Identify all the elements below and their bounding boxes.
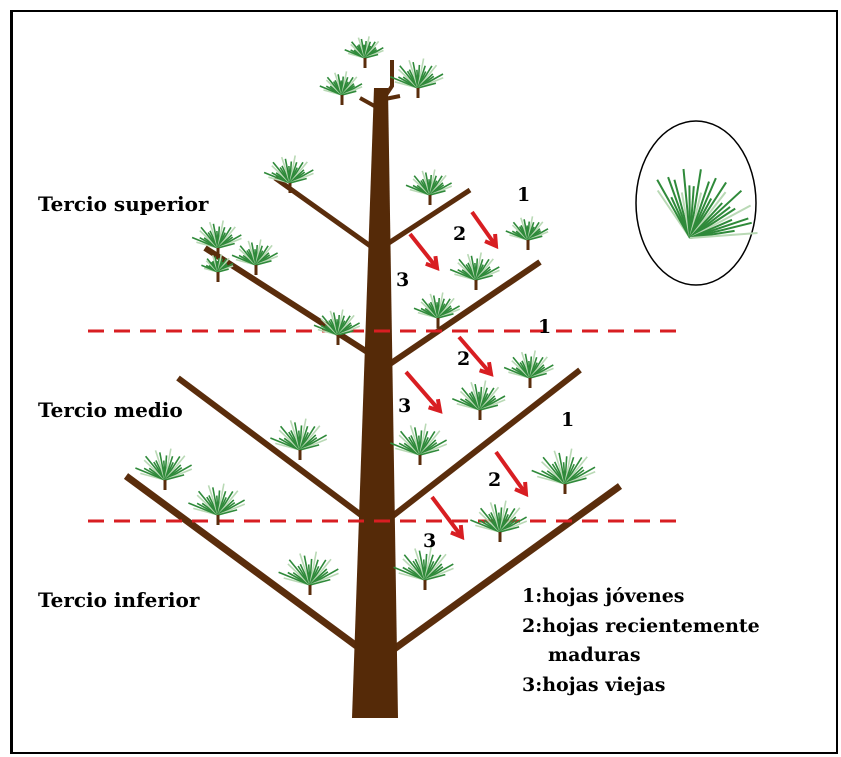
pine-needle-cluster-icon: [452, 381, 505, 421]
red-arrow-icon: [432, 497, 462, 537]
red-arrow-icon: [410, 234, 437, 268]
zone-label-lower: Tercio inferior: [38, 588, 200, 612]
pine-needle-cluster-icon: [506, 216, 548, 250]
marker-2-upper: 2: [453, 223, 466, 245]
legend-line-2: 2:hojas recientemente: [522, 615, 760, 637]
legend-line-3: 3:hojas viejas: [522, 674, 665, 696]
legend-line-1: 1:hojas jóvenes: [522, 585, 685, 607]
trunk: [352, 88, 398, 718]
zone-label-upper: Tercio superior: [38, 192, 209, 216]
marker-1-upper: 1: [517, 184, 530, 206]
marker-1-lower: 1: [561, 409, 574, 431]
marker-3-lower: 3: [423, 530, 436, 552]
pine-needle-cluster-icon: [390, 59, 443, 99]
marker-2-lower: 2: [488, 469, 501, 491]
branch-middle-left: [178, 378, 365, 518]
pine-needle-cluster-icon: [192, 221, 241, 259]
marker-2-middle: 2: [457, 348, 470, 370]
zone-label-middle: Tercio medio: [38, 398, 183, 422]
pine-needle-cluster-icon: [504, 351, 553, 389]
branch-upper-left-long: [205, 248, 372, 355]
pine-needle-cluster-icon: [450, 253, 499, 291]
pine-needle-cluster-icon: [135, 449, 191, 490]
marker-3-upper: 3: [396, 269, 409, 291]
branch-lower-left: [126, 476, 362, 650]
legend-line-2b: maduras: [548, 644, 641, 666]
pine-needle-cluster-icon: [264, 156, 313, 194]
pine-needle-cluster-icon: [406, 170, 452, 206]
marker-1-middle: 1: [538, 316, 551, 338]
pine-needle-cluster-icon: [188, 484, 244, 525]
pine-needle-cluster-icon: [320, 71, 362, 105]
pine-needle-cluster-icon: [532, 449, 596, 494]
marker-3-middle: 3: [398, 395, 411, 417]
pine-needle-cluster-icon: [345, 36, 384, 68]
pine-needle-cluster-icon: [394, 547, 454, 590]
pine-needle-cluster-icon: [390, 424, 446, 465]
pine-needle-cluster-icon: [657, 169, 757, 238]
pine-needle-cluster-icon: [279, 552, 339, 595]
red-arrow-icon: [472, 212, 496, 246]
